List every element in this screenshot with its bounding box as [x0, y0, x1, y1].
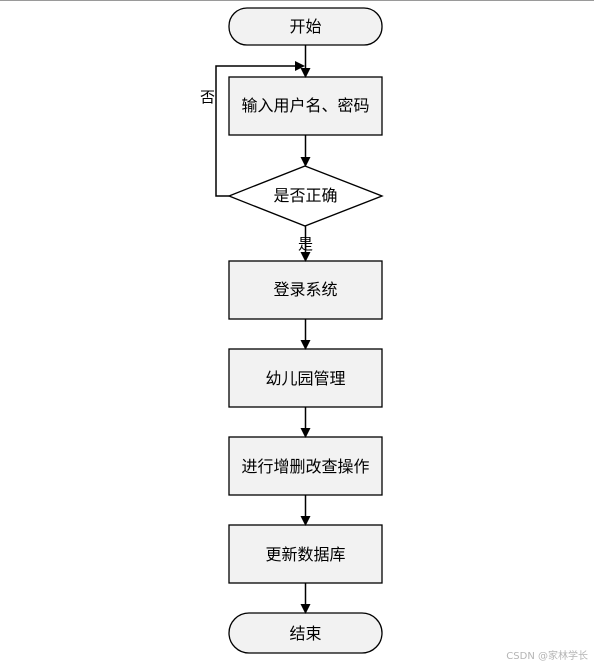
end-node: 结束	[228, 612, 383, 654]
crud-node: 进行增删改查操作	[228, 436, 383, 496]
end-label: 结束	[289, 624, 321, 643]
crud-label: 进行增删改查操作	[241, 457, 369, 476]
edge-label-no: 否	[200, 88, 215, 106]
check-label: 是否正确	[273, 186, 337, 205]
edge-label-yes: 是	[298, 235, 313, 253]
login-node: 登录系统	[228, 260, 383, 320]
check-decision: 是否正确	[227, 165, 384, 227]
manage-node: 幼儿园管理	[228, 348, 383, 408]
manage-label: 幼儿园管理	[265, 369, 345, 388]
arrow-no-loop	[215, 61, 305, 197]
input-node: 输入用户名、密码	[228, 76, 383, 136]
update-label: 更新数据库	[265, 545, 345, 564]
input-label: 输入用户名、密码	[241, 96, 369, 115]
start-node: 开始	[228, 7, 383, 46]
update-node: 更新数据库	[228, 524, 383, 584]
login-label: 登录系统	[273, 280, 337, 299]
top-border	[0, 0, 594, 1]
watermark: CSDN @家林学长	[506, 651, 588, 662]
start-label: 开始	[289, 17, 321, 36]
